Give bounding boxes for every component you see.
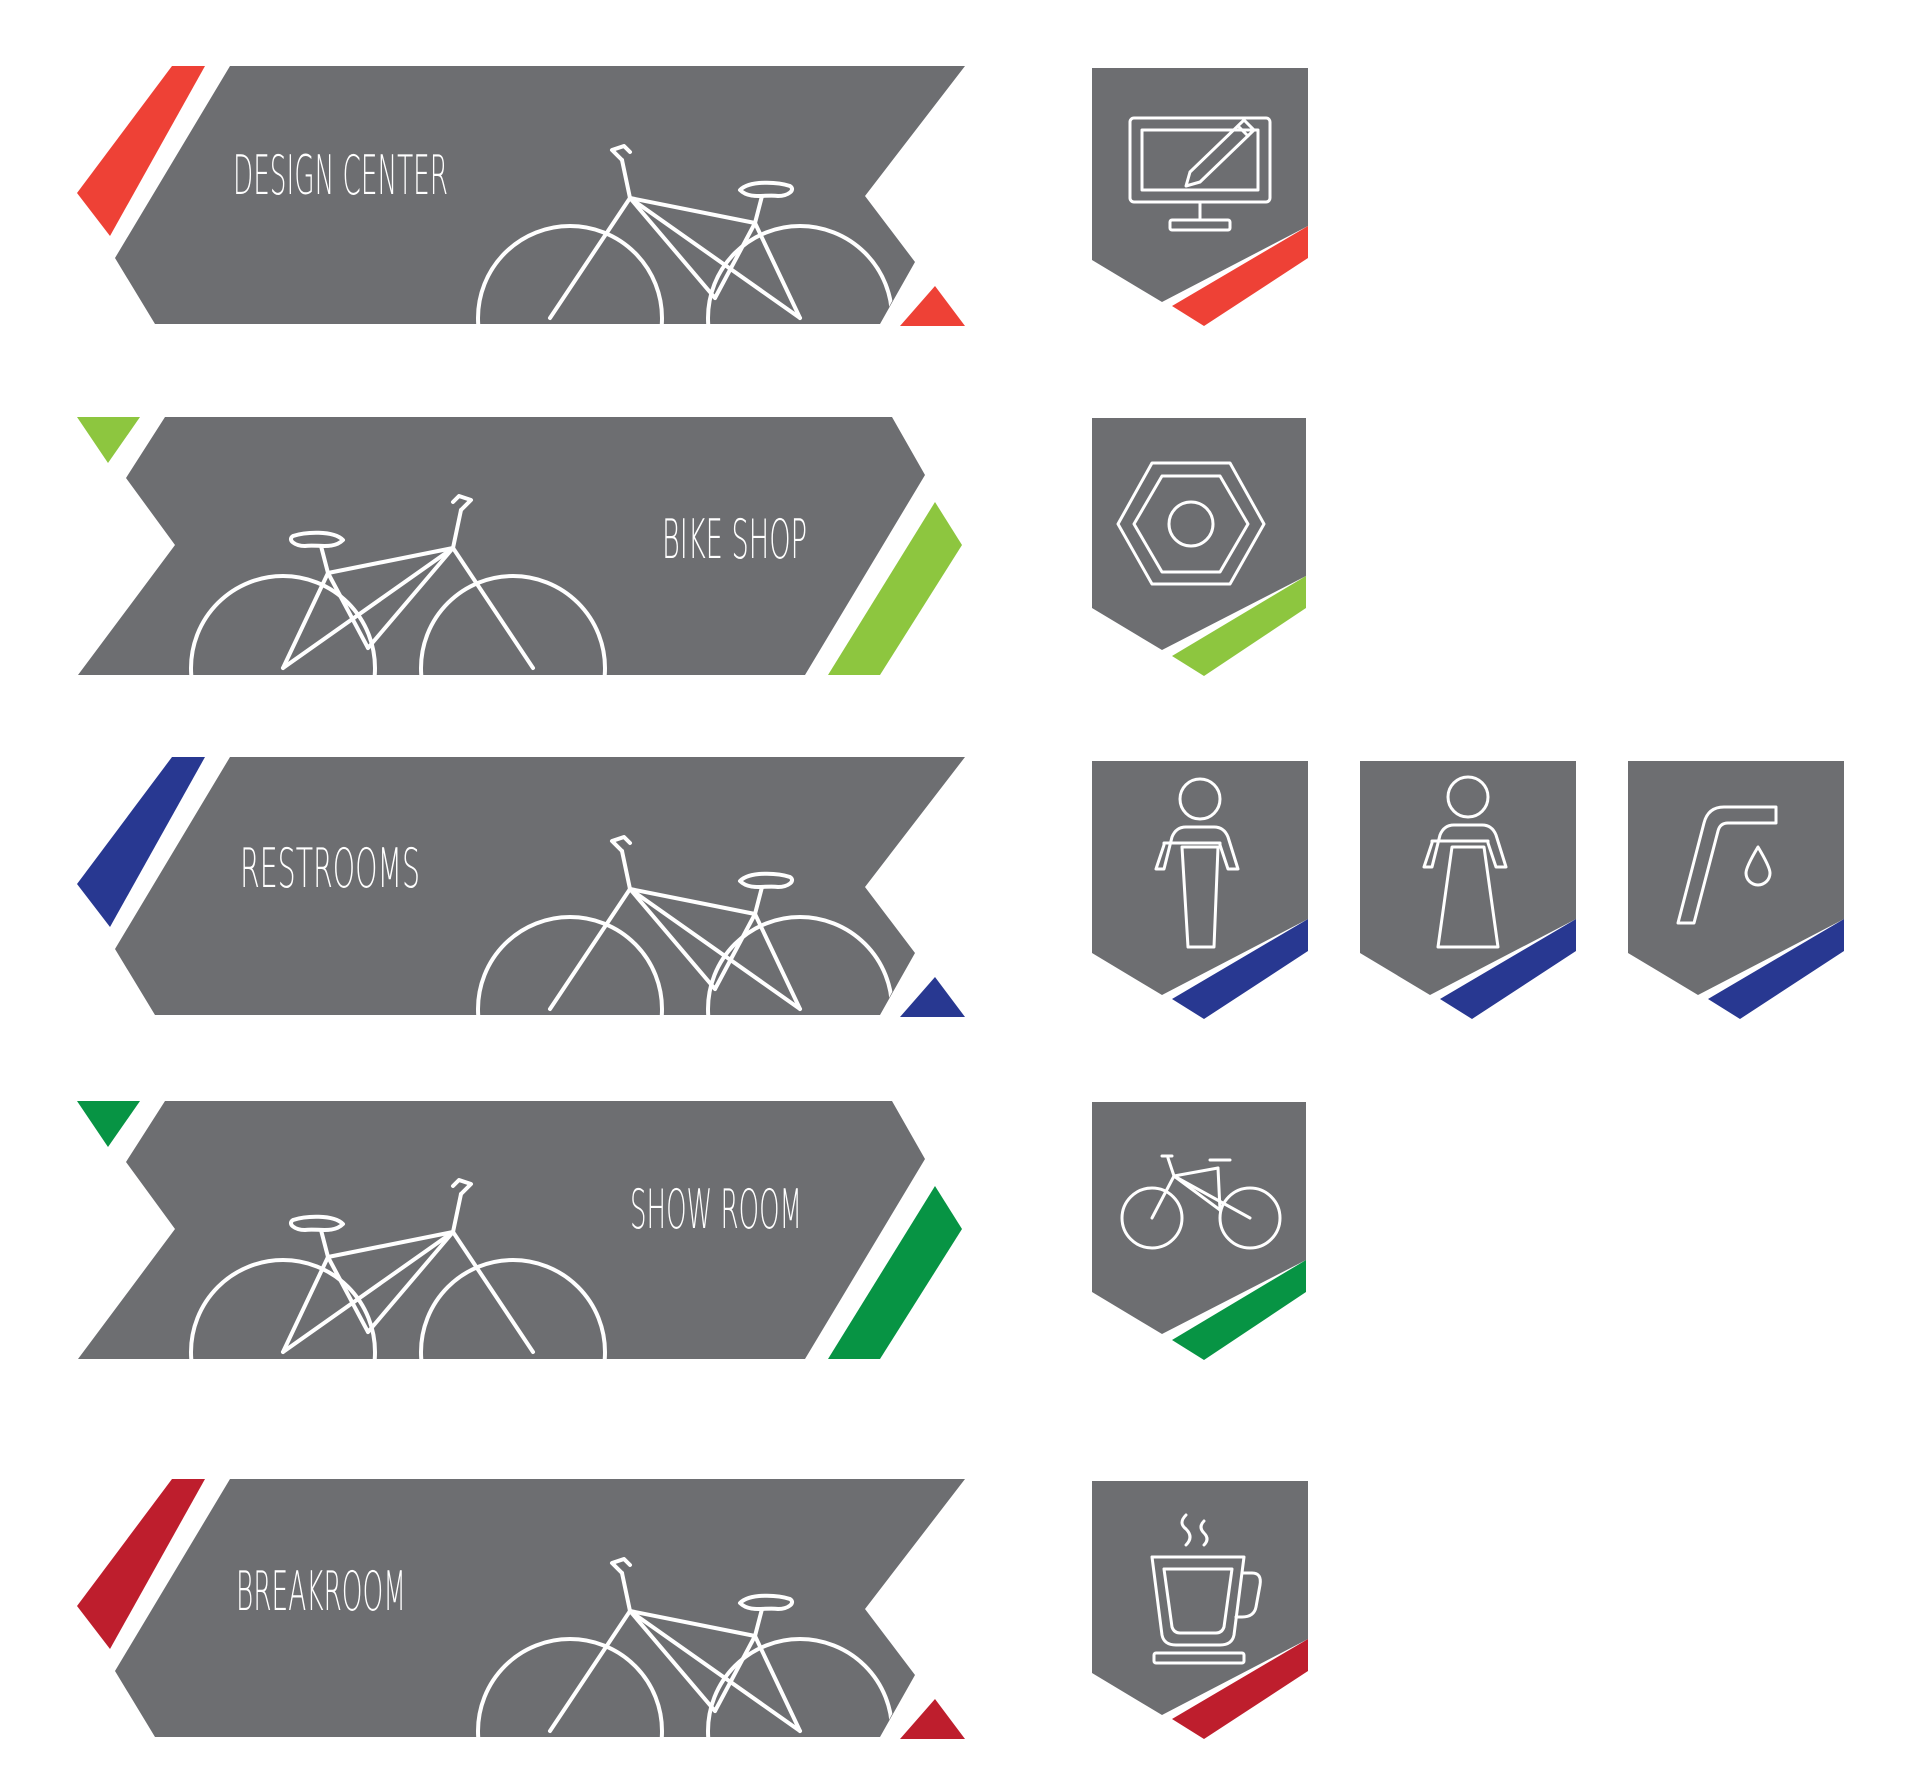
water-faucet-icon bbox=[1676, 805, 1778, 925]
sign-breakroom: BREAKROOM bbox=[77, 1479, 965, 1739]
sign-label: RESTROOMS bbox=[240, 837, 420, 900]
badge-design-center bbox=[1092, 68, 1308, 326]
badge-breakroom bbox=[1092, 1481, 1308, 1739]
sign-design-center: DESIGN CENTER bbox=[77, 66, 965, 326]
men-restroom-icon bbox=[1154, 777, 1240, 949]
computer-pencil-icon bbox=[1128, 116, 1272, 232]
accent-triangle bbox=[900, 286, 965, 326]
accent-stripe bbox=[828, 502, 962, 675]
sign-panel bbox=[115, 66, 965, 324]
badge-show-room bbox=[1092, 1102, 1306, 1360]
sign-label: SHOW ROOM bbox=[630, 1178, 802, 1241]
badge-men-restroom bbox=[1092, 761, 1308, 1019]
sign-label: DESIGN CENTER bbox=[233, 144, 448, 207]
badge-bike-shop bbox=[1092, 418, 1306, 676]
sign-panel bbox=[78, 417, 925, 675]
sign-panel bbox=[115, 1479, 965, 1737]
hex-nut-icon bbox=[1116, 461, 1266, 586]
accent-triangle bbox=[900, 977, 965, 1017]
sign-restrooms: RESTROOMS bbox=[77, 757, 965, 1017]
sign-show-room: SHOW ROOM bbox=[77, 1101, 962, 1359]
sign-bike-shop: BIKE SHOP bbox=[77, 417, 962, 675]
women-restroom-icon bbox=[1422, 775, 1508, 949]
bicycle-icon bbox=[1120, 1154, 1282, 1250]
badge-water-faucet bbox=[1628, 761, 1844, 1019]
accent-stripe bbox=[77, 1479, 205, 1649]
badge-women-restroom bbox=[1360, 761, 1576, 1019]
accent-stripe bbox=[77, 757, 205, 927]
sign-label: BREAKROOM bbox=[236, 1560, 406, 1623]
accent-triangle bbox=[77, 417, 140, 463]
accent-triangle bbox=[900, 1699, 965, 1739]
accent-stripe bbox=[828, 1186, 962, 1359]
sign-label: BIKE SHOP bbox=[662, 508, 807, 571]
coffee-cup-icon bbox=[1150, 1513, 1262, 1665]
accent-triangle bbox=[77, 1101, 140, 1147]
sign-panel bbox=[115, 757, 965, 1015]
sign-panel bbox=[78, 1101, 925, 1359]
accent-stripe bbox=[77, 66, 205, 236]
